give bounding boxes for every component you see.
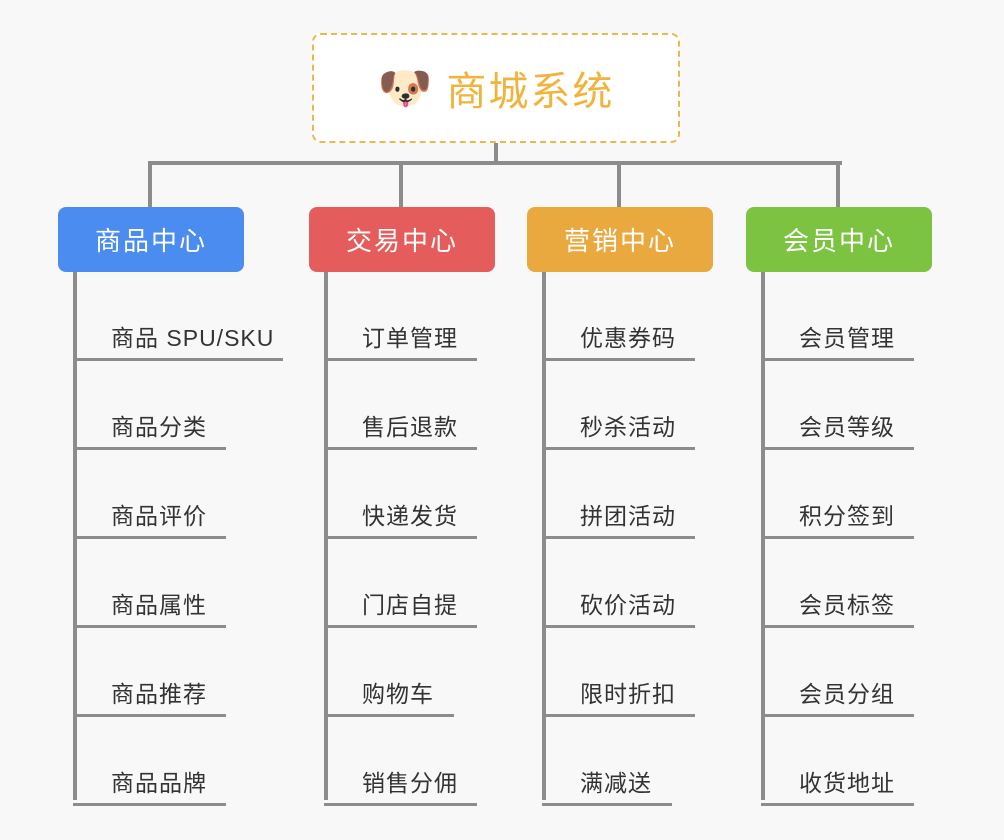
drop-connector-member-center — [836, 161, 840, 209]
leaf-item-label: 收货地址 — [799, 770, 895, 796]
leaf-item-label: 快递发货 — [362, 503, 458, 529]
branch-header-trade-center[interactable]: 交易中心 — [309, 207, 495, 272]
leaf-item-label: 拼团活动 — [580, 503, 676, 529]
leaf-item-label: 会员分组 — [799, 681, 895, 707]
leaf-item-underline — [761, 714, 914, 717]
leaf-item-label: 销售分佣 — [362, 770, 458, 796]
leaf-item-label: 秒杀活动 — [580, 414, 676, 440]
branch-header-product-center[interactable]: 商品中心 — [58, 207, 244, 272]
leaf-item-label: 订单管理 — [362, 325, 458, 351]
leaf-item-underline — [761, 536, 914, 539]
leaf-item[interactable]: 优惠券码 — [542, 272, 792, 361]
leaf-item-label: 商品评价 — [111, 503, 207, 529]
leaf-item-underline — [73, 714, 226, 717]
leaf-item-label: 商品推荐 — [111, 681, 207, 707]
leaf-list-member-center: 会员管理会员等级积分签到会员标签会员分组收货地址 — [761, 272, 1004, 806]
branch-product-center: 商品中心商品 SPU/SKU 商品分类商品评价商品属性商品推荐商品品牌 — [58, 207, 283, 806]
leaf-item-underline — [73, 803, 226, 806]
leaf-item-underline — [542, 625, 695, 628]
leaf-item-underline — [324, 625, 477, 628]
leaf-item[interactable]: 快递发货 — [324, 450, 574, 539]
branch-header-member-center[interactable]: 会员中心 — [746, 207, 932, 272]
leaf-item[interactable]: 订单管理 — [324, 272, 574, 361]
leaf-item-underline — [761, 358, 914, 361]
leaf-item[interactable]: 会员等级 — [761, 361, 1004, 450]
horizontal-bus-connector — [150, 161, 842, 165]
leaf-list-product-center: 商品 SPU/SKU 商品分类商品评价商品属性商品推荐商品品牌 — [73, 272, 323, 806]
leaf-item-underline — [761, 625, 914, 628]
leaf-item-underline — [542, 714, 695, 717]
leaf-item[interactable]: 限时折扣 — [542, 628, 792, 717]
leaf-item[interactable]: 收货地址 — [761, 717, 1004, 806]
leaf-item-label: 购物车 — [362, 681, 434, 707]
leaf-item-label: 商品分类 — [111, 414, 207, 440]
drop-connector-product-center — [148, 161, 152, 209]
leaf-item-underline — [542, 447, 695, 450]
leaf-item[interactable]: 售后退款 — [324, 361, 574, 450]
leaf-item-label: 会员标签 — [799, 592, 895, 618]
leaf-item-underline — [761, 447, 914, 450]
leaf-item-underline — [73, 625, 226, 628]
leaf-item[interactable]: 会员管理 — [761, 272, 1004, 361]
leaf-item-label: 限时折扣 — [580, 681, 676, 707]
leaf-item-label: 砍价活动 — [580, 592, 676, 618]
branch-trade-center: 交易中心订单管理售后退款快递发货门店自提购物车销售分佣 — [309, 207, 495, 806]
leaf-item[interactable]: 商品 SPU/SKU — [73, 272, 323, 361]
leaf-item[interactable]: 秒杀活动 — [542, 361, 792, 450]
leaf-item-label: 门店自提 — [362, 592, 458, 618]
branch-header-marketing-center[interactable]: 营销中心 — [527, 207, 713, 272]
leaf-item-underline — [324, 358, 477, 361]
leaf-item-underline — [324, 447, 477, 450]
leaf-list-trade-center: 订单管理售后退款快递发货门店自提购物车销售分佣 — [324, 272, 574, 806]
leaf-item[interactable]: 商品属性 — [73, 539, 323, 628]
leaf-item[interactable]: 商品推荐 — [73, 628, 323, 717]
leaf-item[interactable]: 商品评价 — [73, 450, 323, 539]
leaf-item[interactable]: 销售分佣 — [324, 717, 574, 806]
leaf-item-label: 积分签到 — [799, 503, 895, 529]
leaf-item-underline — [761, 803, 914, 806]
leaf-list-marketing-center: 优惠券码秒杀活动拼团活动砍价活动限时折扣满减送 — [542, 272, 792, 806]
leaf-item[interactable]: 积分签到 — [761, 450, 1004, 539]
leaf-item[interactable]: 商品分类 — [73, 361, 323, 450]
leaf-item-underline — [73, 447, 226, 450]
leaf-item-label: 会员管理 — [799, 325, 895, 351]
leaf-item-underline — [324, 714, 454, 717]
root-title: 商城系统 — [446, 70, 615, 114]
leaf-item-label: 商品属性 — [111, 592, 207, 618]
leaf-item-label: 售后退款 — [362, 414, 458, 440]
leaf-item[interactable]: 砍价活动 — [542, 539, 792, 628]
leaf-item-label: 商品 SPU/SKU — [111, 325, 275, 351]
leaf-item-label: 优惠券码 — [580, 325, 676, 351]
leaf-item-underline — [542, 536, 695, 539]
drop-connector-marketing-center — [617, 161, 621, 209]
leaf-item[interactable]: 购物车 — [324, 628, 574, 717]
drop-connector-trade-center — [399, 161, 403, 209]
leaf-item[interactable]: 满减送 — [542, 717, 792, 806]
leaf-item[interactable]: 拼团活动 — [542, 450, 792, 539]
leaf-item-underline — [73, 358, 283, 361]
branch-marketing-center: 营销中心优惠券码秒杀活动拼团活动砍价活动限时折扣满减送 — [527, 207, 713, 806]
leaf-item-label: 满减送 — [580, 770, 652, 796]
leaf-item-underline — [324, 803, 477, 806]
leaf-item-underline — [324, 536, 477, 539]
leaf-item[interactable]: 会员分组 — [761, 628, 1004, 717]
leaf-item-underline — [73, 536, 226, 539]
leaf-item-label: 会员等级 — [799, 414, 895, 440]
dog-face-icon: 🐶 — [377, 64, 433, 113]
root-stem-connector — [494, 143, 498, 165]
branch-member-center: 会员中心会员管理会员等级积分签到会员标签会员分组收货地址 — [746, 207, 932, 806]
leaf-item-underline — [542, 803, 672, 806]
leaf-item-label: 商品品牌 — [111, 770, 207, 796]
leaf-item[interactable]: 门店自提 — [324, 539, 574, 628]
root-node[interactable]: 🐶 商城系统 — [312, 33, 680, 143]
leaf-item[interactable]: 商品品牌 — [73, 717, 323, 806]
leaf-item-underline — [542, 358, 695, 361]
leaf-item[interactable]: 会员标签 — [761, 539, 1004, 628]
